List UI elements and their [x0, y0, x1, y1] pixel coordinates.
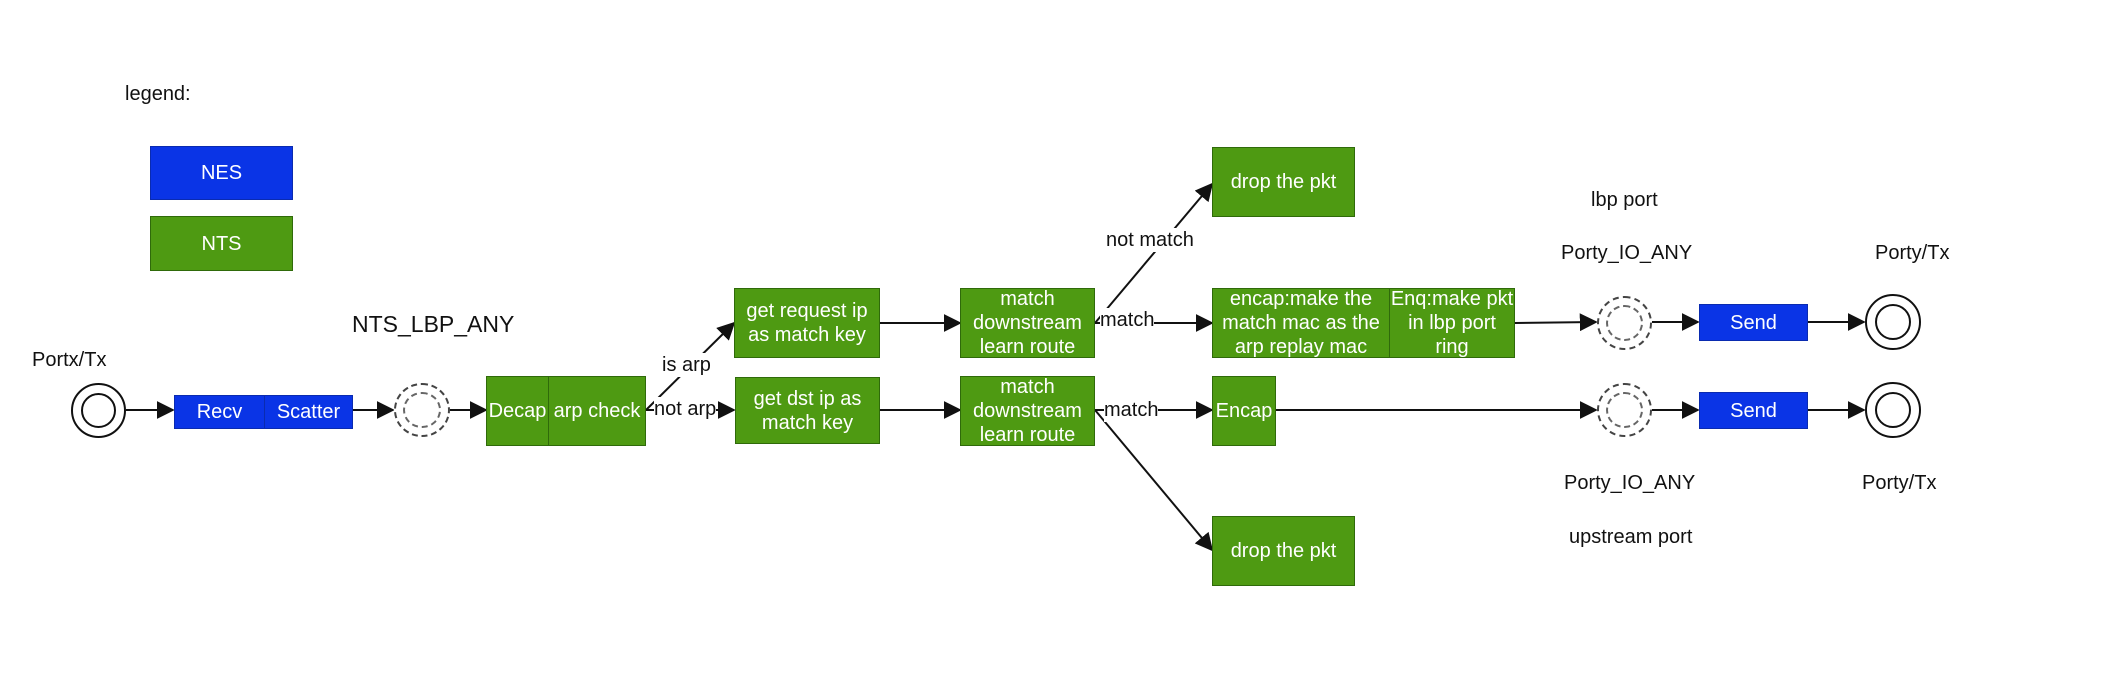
match-route-bottom-node: match downstream learn route — [960, 376, 1095, 446]
encap-node: Encap — [1212, 376, 1276, 446]
edge-match-drop — [1094, 409, 1214, 552]
get-request-ip-node: get request ip as match key — [734, 288, 880, 358]
not-match-label: not match — [1106, 228, 1194, 252]
send-top-node: Send — [1699, 304, 1808, 341]
lbp-port-label: lbp port — [1591, 189, 1658, 211]
encap-arp-node: encap:make the match mac as the arp repl… — [1212, 288, 1390, 358]
enq-lbp-node: Enq:make pkt in lbp port ring — [1389, 288, 1515, 358]
match-bottom-label: match — [1104, 398, 1159, 422]
port-tx-top-icon — [1865, 294, 1921, 350]
drop-pkt-bottom-node: drop the pkt — [1212, 516, 1355, 586]
not-arp-label: not arp — [654, 397, 717, 421]
scatter-node: Scatter — [264, 395, 353, 429]
ring-lbp-icon — [394, 383, 450, 437]
port-rx-icon — [71, 383, 126, 438]
arp-check-node: arp check — [548, 376, 646, 446]
edge-not-match — [1094, 182, 1214, 324]
port-rx-label: Portx/Tx — [32, 349, 107, 371]
porty-io-any-top-label: Porty_IO_ANY — [1561, 242, 1693, 264]
legend-nts: NTS — [150, 216, 293, 271]
ring-io-top-icon — [1597, 296, 1652, 350]
match-top-label: match — [1100, 308, 1155, 332]
send-bottom-node: Send — [1699, 392, 1808, 429]
upstream-port-label: upstream port — [1569, 526, 1693, 548]
recv-node: Recv — [174, 395, 265, 429]
edge-enq-to-ring — [1514, 313, 1598, 332]
porty-io-any-bottom-label: Porty_IO_ANY — [1564, 472, 1696, 494]
get-dst-ip-node: get dst ip as match key — [735, 377, 880, 444]
port-tx-bottom-icon — [1865, 382, 1921, 438]
porty-tx-bottom-label: Porty/Tx — [1862, 472, 1937, 494]
nts-lbp-any-label: NTS_LBP_ANY — [352, 311, 515, 337]
decap-node: Decap — [486, 376, 549, 446]
is-arp-label: is arp — [662, 353, 711, 377]
match-route-top-node: match downstream learn route — [960, 288, 1095, 358]
ring-io-bottom-icon — [1597, 383, 1652, 437]
porty-tx-top-label: Porty/Tx — [1875, 242, 1950, 264]
legend-nes: NES — [150, 146, 293, 200]
legend-title: legend: — [125, 83, 191, 105]
drop-pkt-top-node: drop the pkt — [1212, 147, 1355, 217]
